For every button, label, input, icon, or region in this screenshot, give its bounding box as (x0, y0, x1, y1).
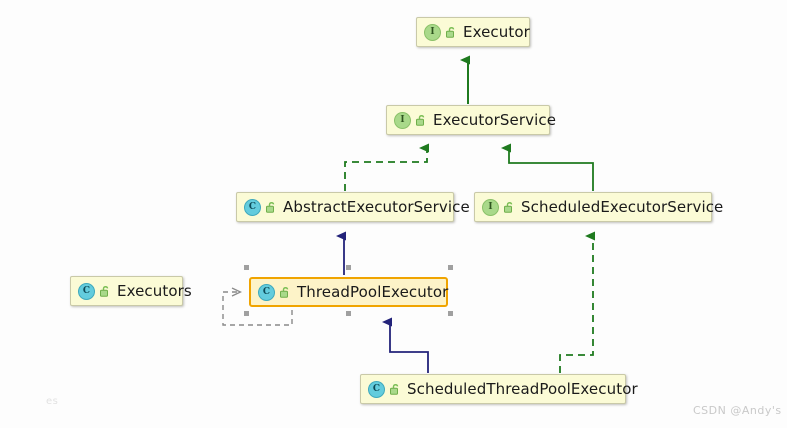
node-label: ScheduledThreadPoolExecutor (407, 380, 638, 398)
resize-handle-top-center[interactable] (346, 265, 351, 270)
resize-handle-top-right[interactable] (448, 265, 453, 270)
resize-handle-top-left[interactable] (244, 265, 249, 270)
node-label: Executors (117, 282, 192, 300)
public-lock-icon (279, 286, 291, 299)
public-lock-icon (99, 285, 111, 298)
class-icon: C (78, 282, 95, 300)
public-lock-icon (265, 201, 277, 214)
class-icon: C (258, 283, 275, 301)
node-executor[interactable]: I Executor (416, 17, 530, 47)
watermark-bottom-left: es (46, 396, 59, 407)
edge-scheduledthreadpoolexecutor-to-scheduledexecutorservice (559, 231, 595, 373)
public-lock-icon (415, 114, 427, 127)
node-executors[interactable]: C Executors (70, 276, 192, 306)
node-executor-service[interactable]: I ExecutorService (386, 105, 556, 135)
resize-handle-bottom-right[interactable] (448, 311, 453, 316)
public-lock-icon (445, 26, 457, 39)
edge-scheduledthreadpoolexecutor-to-threadpoolexecutor (382, 317, 429, 373)
public-lock-icon (389, 383, 401, 396)
public-lock-icon (503, 201, 515, 214)
edge-scheduledexecutorservice-to-executorservice (501, 143, 594, 191)
interface-icon: I (424, 23, 441, 41)
edge-abstractexecutorservice-to-executorservice (344, 143, 429, 191)
watermark-bottom-right: CSDN @Andy's (693, 404, 782, 417)
interface-icon: I (394, 111, 411, 129)
node-scheduled-thread-pool-executor[interactable]: C ScheduledThreadPoolExecutor (360, 374, 638, 404)
resize-handle-bottom-center[interactable] (346, 311, 351, 316)
node-label: AbstractExecutorService (283, 198, 470, 216)
node-label: Executor (463, 23, 530, 41)
resize-handle-bottom-left[interactable] (244, 311, 249, 316)
node-label: ThreadPoolExecutor (297, 283, 449, 301)
interface-icon: I (482, 198, 499, 216)
class-icon: C (368, 380, 385, 398)
node-thread-pool-executor[interactable]: C ThreadPoolExecutor (249, 277, 448, 307)
node-label: ScheduledExecutorService (521, 198, 724, 216)
node-label: ExecutorService (433, 111, 557, 129)
node-abstract-executor-service[interactable]: C AbstractExecutorService (236, 192, 470, 222)
node-scheduled-executor-service[interactable]: I ScheduledExecutorService (474, 192, 723, 222)
class-icon: C (244, 198, 261, 216)
